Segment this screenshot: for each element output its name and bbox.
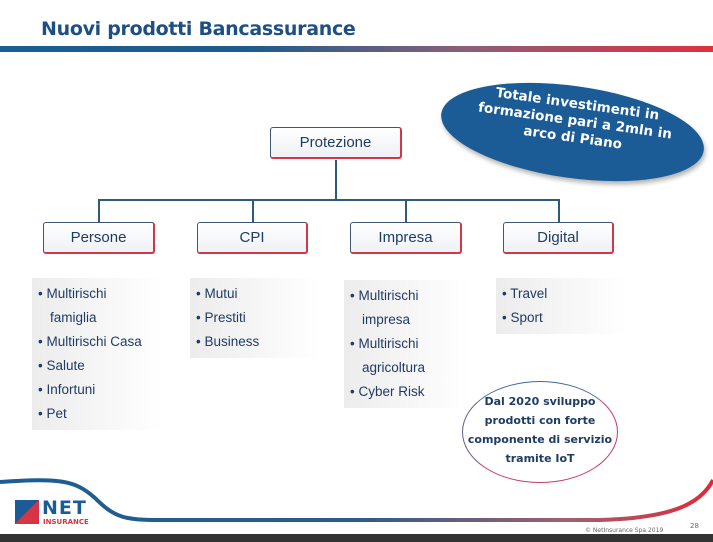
logo-subtext: INSURANCE [43,518,89,526]
callout-oval-bottom [462,381,618,483]
list-item: Travel [502,282,622,306]
category-box-cpi: CPI [197,222,308,254]
list-cpi: Mutui Prestiti Business [190,278,320,358]
connector [252,199,254,223]
footer-swoosh [0,478,713,522]
connector [558,199,560,223]
list-item: Cyber Risk [350,380,462,404]
list-impresa: Multirischi impresa Multirischi agricolt… [344,280,468,408]
list-item: Multirischi famiglia [38,282,156,330]
copyright: © NetInsurance Spa 2019 [585,527,664,534]
list-item: Multirischi impresa [350,284,462,332]
list-item: Business [196,330,314,354]
list-item: Salute [38,354,156,378]
connector [98,199,100,223]
page-title: Nuovi prodotti Bancassurance [41,18,356,40]
connector [335,160,337,201]
list-item: Sport [502,306,622,330]
connector [98,199,560,201]
page-number: 28 [690,522,699,530]
root-box-protezione: Protezione [270,127,402,159]
bottom-bar [0,534,713,542]
category-box-digital: Digital [503,222,614,254]
list-persone: Multirischi famiglia Multirischi Casa Sa… [32,278,162,430]
title-underline [0,46,713,52]
category-box-persone: Persone [43,222,155,254]
logo-text: NET [42,497,87,519]
list-item: Mutui [196,282,314,306]
list-digital: Travel Sport [496,278,628,334]
list-item: Pet [38,402,156,426]
list-item: Prestiti [196,306,314,330]
list-item: Multirischi agricoltura [350,332,462,380]
callout-bottom-text: Dal 2020 sviluppo prodotti con forte com… [467,395,613,465]
connector [405,199,407,223]
list-item: Infortuni [38,378,156,402]
list-item: Multirischi Casa [38,330,156,354]
logo-mark-icon [15,500,39,524]
category-box-impresa: Impresa [350,222,462,254]
